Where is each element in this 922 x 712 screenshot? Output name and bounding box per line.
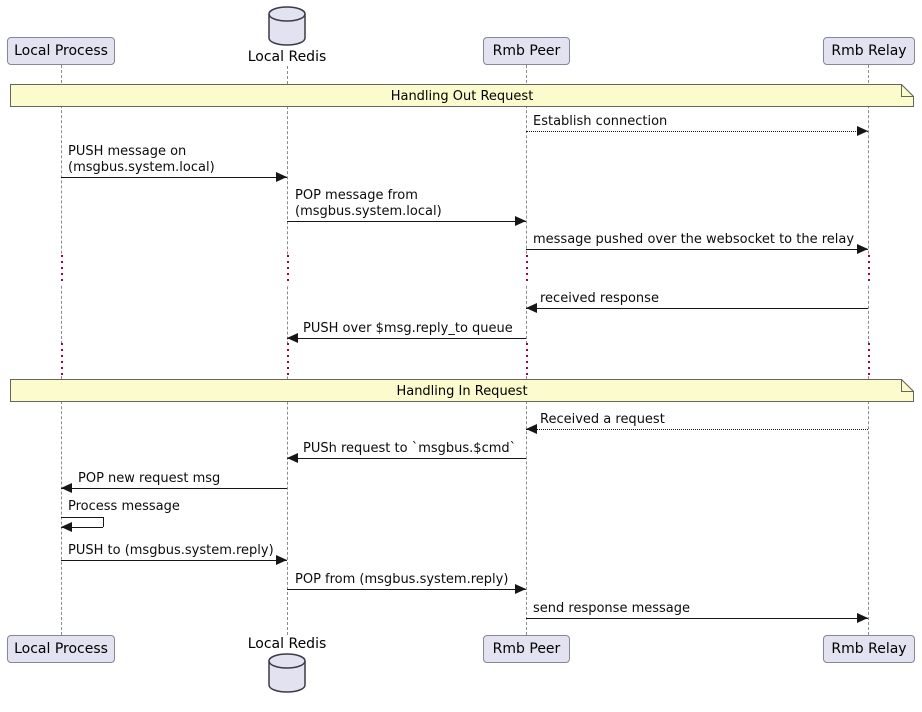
- message-line: [526, 429, 868, 430]
- self-message-line: [103, 517, 104, 527]
- delay-segment: [523, 343, 530, 376]
- note-fold-icon: [901, 379, 914, 392]
- delay-segment: [58, 255, 65, 285]
- participant-label: Rmb Relay: [831, 641, 907, 657]
- message-label: send response message: [533, 601, 690, 616]
- self-message-line: [61, 517, 103, 518]
- participant-label: Rmb Relay: [831, 43, 907, 59]
- section-title: Handling In Request: [396, 384, 527, 399]
- arrowhead-right-icon: [857, 244, 868, 254]
- message-line: [287, 589, 526, 590]
- message-line: [526, 131, 868, 132]
- participant-rmb-relay-top: Rmb Relay: [823, 37, 915, 65]
- message-line: [526, 618, 868, 619]
- message-label: PUSH message on (msgbus.system.local): [68, 144, 215, 175]
- delay-dots: [525, 255, 528, 285]
- message-line: [287, 338, 526, 339]
- participant-local-redis-top: Local Redis: [247, 49, 327, 65]
- message-line: [526, 249, 868, 250]
- arrowhead-left-icon: [526, 303, 537, 313]
- section-title: Handling Out Request: [391, 89, 534, 104]
- note-fold-icon: [901, 84, 914, 97]
- delay-dots: [867, 343, 870, 376]
- participant-local-redis-bottom: Local Redis: [247, 636, 327, 652]
- participant-label: Rmb Peer: [492, 43, 561, 59]
- message-label: POP message from (msgbus.system.local): [295, 188, 442, 219]
- message-line: [287, 221, 526, 222]
- note-body: [10, 379, 914, 402]
- arrowhead-right-icon: [857, 613, 868, 623]
- note-body: [10, 84, 914, 107]
- delay-segment: [284, 343, 291, 376]
- database-icon: [268, 6, 306, 46]
- arrowhead-right-icon: [515, 584, 526, 594]
- message-label: Received a request: [540, 412, 665, 427]
- message-line: [287, 458, 526, 459]
- delay-dots: [60, 255, 63, 285]
- participant-rmb-relay-bottom: Rmb Relay: [823, 635, 915, 663]
- message-line: [61, 560, 287, 561]
- self-message-line: [61, 527, 103, 528]
- message-line: [61, 177, 287, 178]
- message-line: [526, 308, 868, 309]
- participant-local-process-top: Local Process: [7, 37, 115, 65]
- delay-dots: [286, 343, 289, 376]
- message-label: PUSH over $msg.reply_to queue: [303, 321, 513, 336]
- section-banner-in: Handling In Request: [10, 379, 914, 402]
- arrowhead-left-icon: [287, 453, 298, 463]
- delay-dots: [867, 255, 870, 285]
- delay-dots: [286, 255, 289, 285]
- delay-dots: [525, 343, 528, 376]
- arrowhead-right-icon: [515, 216, 526, 226]
- arrowhead-right-icon: [276, 172, 287, 182]
- message-label: message pushed over the websocket to the…: [533, 232, 855, 247]
- arrowhead-left-icon: [61, 483, 72, 493]
- delay-segment: [58, 343, 65, 376]
- message-label: received response: [540, 291, 659, 306]
- message-label: Establish connection: [533, 114, 668, 129]
- delay-segment: [284, 255, 291, 285]
- participant-rmb-peer-top: Rmb Peer: [483, 37, 570, 65]
- arrowhead-right-icon: [276, 555, 287, 565]
- arrowhead-left-icon: [287, 333, 298, 343]
- delay-segment: [865, 343, 872, 376]
- delay-segment: [865, 255, 872, 285]
- database-icon: [268, 653, 306, 693]
- arrowhead-left-icon: [526, 424, 537, 434]
- message-label: PUSh request to `msgbus.$cmd`: [303, 441, 517, 456]
- participant-local-process-bottom: Local Process: [7, 635, 115, 663]
- participant-rmb-peer-bottom: Rmb Peer: [483, 635, 570, 663]
- arrowhead-right-icon: [857, 126, 868, 136]
- delay-dots: [60, 343, 63, 376]
- message-label: PUSH to (msgbus.system.reply): [68, 543, 274, 558]
- message-line: [61, 488, 287, 489]
- delay-segment: [523, 255, 530, 285]
- arrowhead-left-icon: [61, 522, 72, 532]
- message-label: POP from (msgbus.system.reply): [295, 572, 509, 587]
- section-banner-out: Handling Out Request: [10, 84, 914, 107]
- message-label: Process message: [68, 499, 180, 514]
- participant-label: Rmb Peer: [492, 641, 561, 657]
- participant-label: Local Process: [14, 43, 108, 59]
- participant-label: Local Process: [14, 641, 108, 657]
- message-label: POP new request msg: [78, 471, 221, 486]
